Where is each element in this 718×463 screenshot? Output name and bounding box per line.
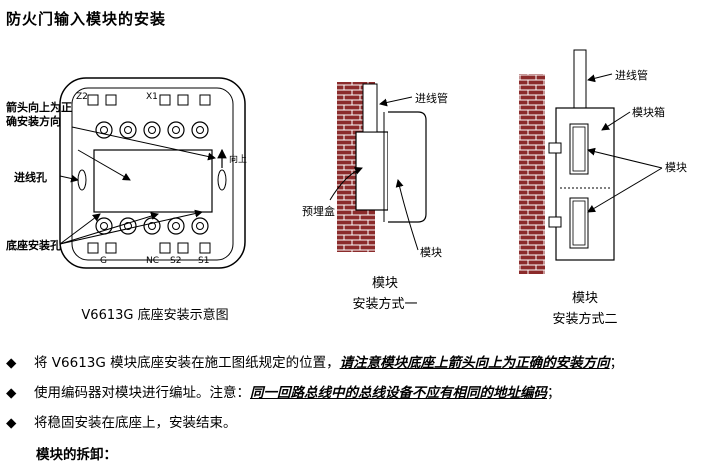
terminal-nc: NC (146, 256, 160, 266)
bullet-emphasis: 请注意模块底座上箭头向上为正确的安装方向 (339, 355, 610, 371)
bullet-tail: ； (609, 355, 624, 371)
base-plate-diagram (59, 77, 246, 269)
terminal-s1: S1 (198, 256, 210, 266)
arrow-direction-label: 箭头向上为正确安装方向 (6, 101, 72, 128)
figure-two-caption-line1: 模块 (371, 276, 398, 291)
bullet-item: ◆ 使用编码器对模块进行编址。注意：同一回路总线中的总线设备不应有相同的地址编码； (6, 381, 561, 401)
diamond-bullet-icon: ◆ (6, 355, 17, 371)
bullet-text: 将稳固安装在底座上，安装结束。 (34, 415, 237, 431)
terminal-x1: X1 (146, 92, 158, 102)
install-method-one-diagram (329, 82, 427, 252)
figure-three-caption-line2: 安装方式二 (552, 312, 618, 327)
figure-one-caption: V6613G 底座安装示意图 (81, 308, 229, 323)
diamond-bullet-icon: ◆ (6, 385, 17, 401)
terminal-g: G (100, 256, 107, 266)
bullet-item: ◆ 将稳固安装在底座上，安装结束。 (6, 411, 237, 431)
bullet-tail: ； (547, 385, 561, 401)
wiring-hole-label: 进线孔 (14, 171, 47, 184)
terminal-up-label: 向上 (229, 155, 248, 165)
embedded-box-label: 预埋盒 (302, 205, 335, 218)
conduit-label: 进线管 (615, 69, 648, 82)
bullet-emphasis: 同一回路总线中的总线设备不应有相同的地址编码 (250, 385, 547, 401)
section-subheading: 模块的拆卸： (36, 447, 117, 463)
bullet-text: 将 V6613G 模块底座安装在施工图纸规定的位置， (34, 355, 340, 371)
terminal-z2: Z2 (76, 92, 88, 102)
module-box-label: 模块箱 (632, 106, 665, 119)
bullet-text: 使用编码器对模块进行编址。注意： (34, 385, 250, 401)
module-label: 模块 (665, 161, 687, 174)
bullet-item: ◆ 将 V6613G 模块底座安装在施工图纸规定的位置，请注意模块底座上箭头向上为… (6, 351, 623, 371)
install-method-two-diagram (519, 49, 663, 274)
figure-three-caption-line1: 模块 (571, 291, 598, 306)
module-label: 模块 (420, 246, 442, 259)
page-title: 防火门输入模块的安装 (6, 10, 167, 28)
conduit-label: 进线管 (415, 92, 448, 105)
installation-figures (59, 49, 663, 274)
figure-two-caption-line2: 安装方式一 (352, 297, 418, 312)
base-mount-hole-label: 底座安装孔 (6, 239, 61, 252)
diamond-bullet-icon: ◆ (6, 415, 17, 431)
terminal-s2: S2 (170, 256, 182, 266)
